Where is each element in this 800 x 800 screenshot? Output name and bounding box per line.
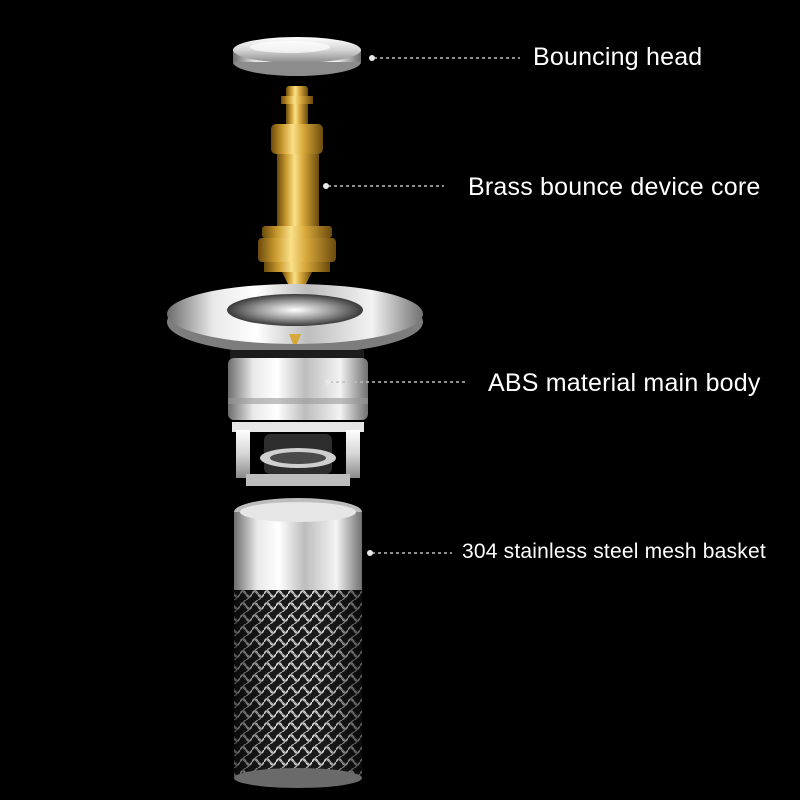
leader-lines <box>328 57 520 554</box>
callout-label-mesh-basket: 304 stainless steel mesh basket <box>462 540 766 563</box>
mesh-basket-part <box>234 498 362 788</box>
bouncing-head-part <box>233 37 361 76</box>
abs-body-part <box>167 284 423 486</box>
callout-label-abs-body: ABS material main body <box>488 369 761 397</box>
leader-dots <box>323 55 375 556</box>
leader-dot-brass-core <box>323 183 329 189</box>
leader-dot-abs-body <box>325 379 331 385</box>
callout-label-bouncing-head: Bouncing head <box>533 43 703 71</box>
leader-dot-mesh-basket <box>367 550 373 556</box>
brass-core-part <box>258 86 336 296</box>
callout-label-brass-core: Brass bounce device core <box>468 173 761 201</box>
leader-dot-bouncing-head <box>369 55 375 61</box>
